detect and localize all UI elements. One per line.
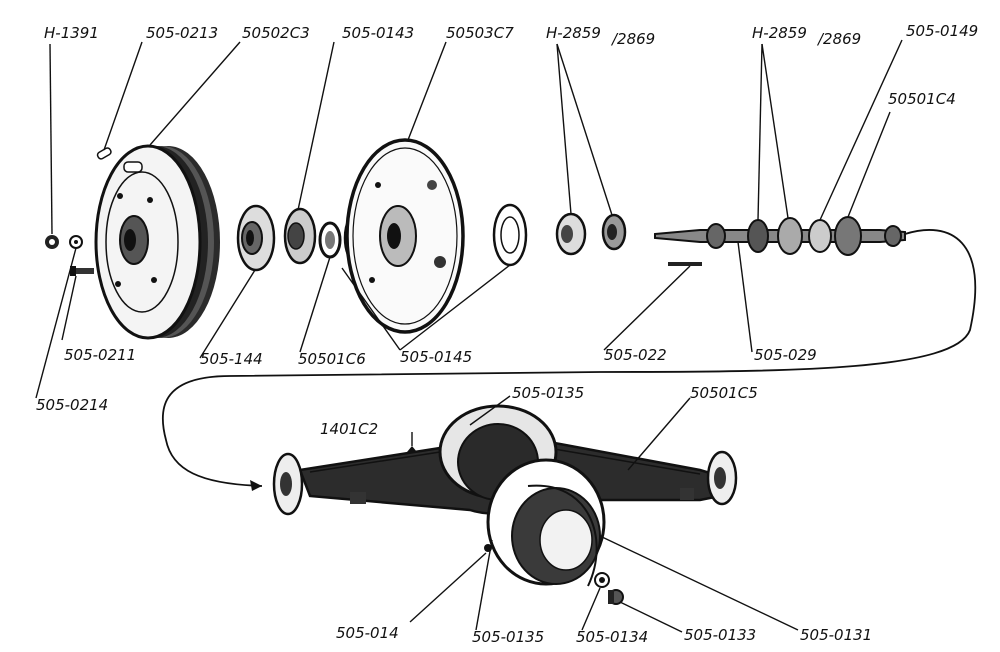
key-505-0213 (96, 147, 112, 160)
label-h1391: H-1391 (44, 24, 99, 42)
label-505-0133: 505-0133 (684, 626, 756, 644)
label-505-029: 505-029 (754, 346, 817, 364)
label-505-014: 505-014 (336, 624, 399, 642)
label-505-0145: 505-0145 (400, 348, 472, 366)
label-50501c4: 50501C4 (888, 90, 956, 108)
leader-lines (35, 39, 903, 633)
label-505-0134: 505-0134 (576, 628, 648, 646)
hub-505-144 (236, 204, 276, 272)
label-50502c3: 50502C3 (242, 24, 310, 42)
label-505-0131: 505-0131 (800, 626, 872, 644)
bolt-505-0211 (70, 266, 94, 276)
label-50501c6: 50501C6 (298, 350, 366, 368)
assembly-path-curve (161, 229, 977, 487)
washer-505-0214 (69, 235, 83, 249)
label-505-022: 505-022 (604, 346, 667, 364)
brake-drum-50502c3 (94, 144, 220, 340)
label-505-0213: 505-0213 (146, 24, 218, 42)
cover-505-0131 (486, 458, 606, 587)
label-505-0143: 505-0143 (342, 24, 414, 42)
seal-50501c6 (318, 221, 342, 259)
backing-plate-50503c7 (345, 138, 465, 334)
washer-505-0134 (594, 572, 610, 588)
bearing-505-0143 (283, 207, 317, 265)
label-505-0149: 505-0149 (906, 22, 978, 40)
bearing-cup-h2859 (555, 212, 587, 256)
gasket-505-0145-right (492, 203, 528, 267)
label-505-144: 505-144 (200, 350, 263, 368)
key-505-022 (668, 262, 702, 266)
label-505-0135-top: 505-0135 (512, 384, 584, 402)
label-h2859-b: H-2859 (752, 24, 807, 42)
nut-h1391 (45, 235, 59, 249)
axle-shaft-505-029 (654, 216, 906, 256)
label-505-0214: 505-0214 (36, 396, 108, 414)
label-505-0135-bottom: 505-0135 (472, 628, 544, 646)
label-50501c5: 50501C5 (690, 384, 758, 402)
label-h2859-a: H-2859 (546, 24, 601, 42)
plug-505-0133 (608, 589, 624, 605)
label-1401c2: 1401C2 (320, 420, 378, 438)
part-labels: H-1391 505-0213 50502C3 505-0143 50503C7… (36, 22, 978, 646)
label-50503c7: 50503C7 (446, 24, 514, 42)
assembly-arrow-head (250, 480, 262, 491)
bearing-cone-h2869 (601, 213, 627, 251)
label-2869-b: /2869 (816, 30, 861, 48)
label-505-0211: 505-0211 (64, 346, 136, 364)
label-2869-a: /2869 (610, 30, 655, 48)
